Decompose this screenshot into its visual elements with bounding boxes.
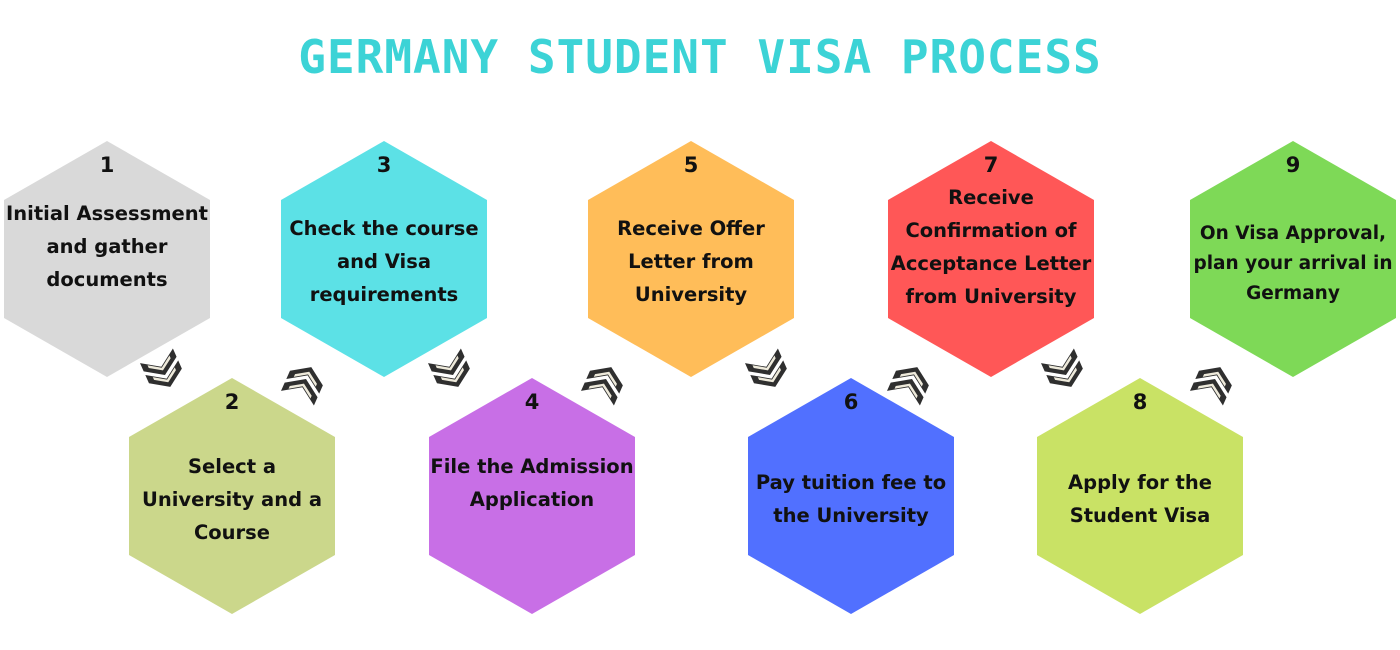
step-9-hexagon: 9 On Visa Approval, plan your arrival in… xyxy=(1190,141,1396,377)
step-7-hexagon: 7 Receive Confirmation of Acceptance Let… xyxy=(888,141,1094,377)
step-number: 1 xyxy=(99,153,115,177)
step-4-hexagon: 4 File the Admission Application xyxy=(429,378,635,614)
step-number: 9 xyxy=(1285,153,1301,177)
step-label: File the Admission Application xyxy=(430,455,634,511)
step-label: Select a University and a Course xyxy=(141,455,322,544)
chevron-down-icon xyxy=(140,348,187,398)
hexagon-shape xyxy=(1037,378,1243,614)
step-label: Check the course and Visa requirements xyxy=(289,217,479,306)
step-label: Initial Assessment and gather documents xyxy=(6,202,208,291)
chevron-up-icon xyxy=(581,356,628,406)
chevron-down-icon xyxy=(1041,348,1088,398)
step-number: 8 xyxy=(1132,390,1148,414)
step-number: 5 xyxy=(683,153,699,177)
step-label: Receive Offer Letter from University xyxy=(617,217,765,306)
step-2-hexagon: 2 Select a University and a Course xyxy=(129,378,335,614)
step-number: 3 xyxy=(376,153,392,177)
chevron-down-icon xyxy=(428,348,475,398)
step-label: Pay tuition fee to the University xyxy=(755,471,947,527)
chevron-up-icon xyxy=(887,356,934,406)
step-3-hexagon: 3 Check the course and Visa requirements xyxy=(281,141,487,377)
chevron-up-icon xyxy=(1190,356,1237,406)
hexagon-shape xyxy=(1190,141,1396,377)
step-number: 7 xyxy=(983,153,999,177)
step-number: 2 xyxy=(224,390,240,414)
chevron-up-icon xyxy=(281,356,328,406)
step-label: On Visa Approval, plan your arrival in G… xyxy=(1193,223,1393,304)
step-5-hexagon: 5 Receive Offer Letter from University xyxy=(588,141,794,377)
step-1-hexagon: 1 Initial Assessment and gather document… xyxy=(4,141,210,377)
step-6-hexagon: 6 Pay tuition fee to the University xyxy=(748,378,954,614)
step-label: Receive Confirmation of Acceptance Lette… xyxy=(890,186,1092,308)
step-label: Apply for the Student Visa xyxy=(1068,471,1212,527)
step-number: 6 xyxy=(843,390,859,414)
step-8-hexagon: 8 Apply for the Student Visa xyxy=(1037,378,1243,614)
hexagon-shape xyxy=(281,141,487,377)
chevron-down-icon xyxy=(745,348,792,398)
page-title: GERMANY STUDENT VISA PROCESS xyxy=(298,30,1102,84)
step-number: 4 xyxy=(524,390,540,414)
